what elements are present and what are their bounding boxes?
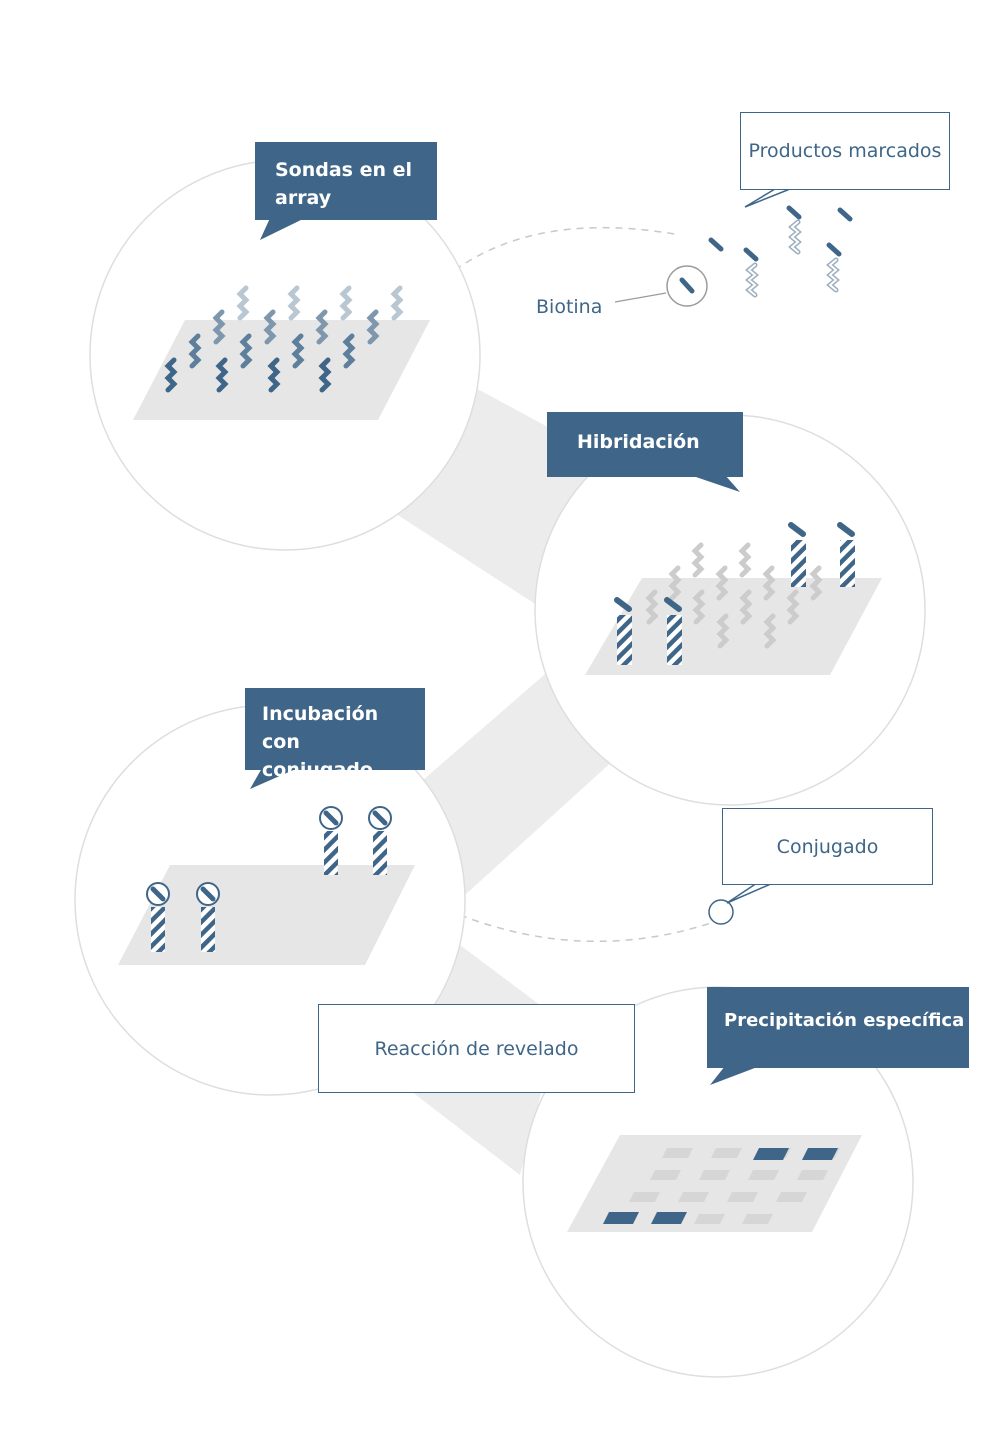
- callout-tail-precipitation: [710, 1066, 760, 1085]
- label-labeled-products: Productos marcados: [740, 112, 950, 190]
- conjugated-duplexes: [146, 806, 392, 952]
- label-probes-on-array: Sondas en el array: [255, 142, 437, 220]
- array-slide-hybridization: [585, 578, 882, 675]
- hybridized-duplex: [664, 597, 682, 665]
- callout-tail-probes: [260, 218, 305, 240]
- label-biotin: Biotina: [536, 296, 603, 318]
- callout-tail-conjugate: [726, 882, 774, 904]
- hybridized-duplex: [614, 597, 632, 665]
- array-slide-precipitation: [567, 1135, 862, 1232]
- spot-grid: [603, 1148, 840, 1224]
- label-conjugate-incubation: Incubación con conjugado: [245, 688, 425, 781]
- dashed-connector-bottom: [459, 914, 721, 943]
- label-development-reaction: Reacción de revelado: [318, 1004, 635, 1093]
- callout-tail-hybridization: [690, 475, 740, 492]
- dashed-connector-top: [454, 226, 681, 271]
- labeled-product: [826, 207, 853, 293]
- array-slide-conjugate: [118, 865, 415, 965]
- label-specific-precipitation: Precipitación específica: [707, 987, 969, 1068]
- labeled-product: [786, 205, 802, 255]
- biotin-icon: [679, 277, 695, 294]
- probes-group: [164, 285, 404, 393]
- conjugated-duplex: [196, 882, 220, 952]
- label-hybridization: Hibridación: [547, 412, 743, 477]
- conjugated-duplex: [146, 882, 170, 952]
- labeled-products-group: [708, 205, 853, 298]
- conjugate-circle: [708, 899, 734, 925]
- callout-tail-products: [744, 188, 791, 208]
- conjugated-duplex: [368, 806, 392, 875]
- conjugated-duplex: [319, 806, 343, 875]
- hybridized-duplexes: [614, 522, 855, 665]
- label-conjugate: Conjugado: [722, 808, 933, 885]
- array-slide-probes: [133, 320, 430, 420]
- unbound-probes-group: [645, 542, 823, 649]
- callout-tail-conjugate-incubation: [250, 768, 298, 789]
- hybridized-duplex: [788, 522, 806, 587]
- hybridized-duplex: [837, 522, 855, 587]
- biotin-leader-line: [614, 292, 667, 303]
- labeled-product: [708, 237, 759, 298]
